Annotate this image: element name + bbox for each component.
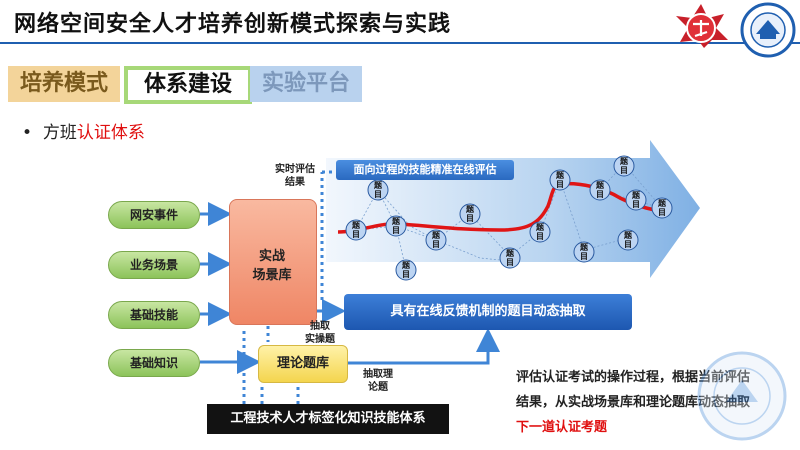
svg-text:题: 题 xyxy=(465,204,475,214)
tab-experiment-platform[interactable]: 实验平台 xyxy=(250,66,362,102)
question-node-3: 题目 xyxy=(385,215,407,237)
page-title: 网络空间安全人才培养创新模式探索与实践 xyxy=(14,12,452,37)
svg-text:目: 目 xyxy=(352,230,360,239)
svg-text:目: 目 xyxy=(506,258,514,267)
extract-practical-label: 抽取 实操题 xyxy=(298,320,342,346)
question-node-15: 题目 xyxy=(617,229,639,251)
input-basic-knowledge: 基础知识 xyxy=(108,349,200,377)
university-seal-icon xyxy=(740,2,796,58)
question-node-9: 题目 xyxy=(549,169,571,191)
svg-text:目: 目 xyxy=(620,166,628,175)
bullet-dot: • xyxy=(22,123,43,143)
input-arrows xyxy=(200,202,261,374)
scene-label-line1: 实战 xyxy=(258,249,285,264)
svg-text:目: 目 xyxy=(432,240,440,249)
svg-text:目: 目 xyxy=(466,214,474,223)
question-node-5: 题目 xyxy=(425,229,447,251)
svg-text:目: 目 xyxy=(536,232,544,241)
svg-text:题: 题 xyxy=(505,248,515,258)
header-divider xyxy=(0,42,800,44)
theory-bank-box: 理论题库 xyxy=(258,345,348,383)
realtime-l1: 实时评估 xyxy=(275,164,315,175)
svg-text:目: 目 xyxy=(374,190,382,199)
tab-training-mode[interactable]: 培养模式 xyxy=(8,66,120,102)
svg-text:题: 题 xyxy=(631,190,641,200)
svg-text:题: 题 xyxy=(555,170,565,180)
extract-theory-label: 抽取理 论题 xyxy=(358,368,398,394)
fangban-logo-icon xyxy=(676,4,728,48)
realtime-eval-label: 实时评估 结果 xyxy=(272,163,318,189)
question-node-12: 题目 xyxy=(613,155,635,177)
svg-text:题: 题 xyxy=(657,198,667,208)
extract-exp-l2: 实操题 xyxy=(305,334,335,345)
description-line2: 结果，从实战场景库和理论题库动态抽取 xyxy=(516,395,751,410)
question-node-13: 题目 xyxy=(625,189,647,211)
svg-text:题: 题 xyxy=(623,230,633,240)
question-node-7: 题目 xyxy=(499,247,521,269)
section-bullet: • 方班认证体系 xyxy=(22,118,145,143)
engineering-system-box: 工程技术人才标签化知识技能体系 xyxy=(207,404,449,434)
svg-text:题: 题 xyxy=(401,260,411,270)
question-node-4: 题目 xyxy=(395,259,417,281)
svg-text:题: 题 xyxy=(579,242,589,252)
description-line3: 下一道认证考题 xyxy=(516,420,608,435)
svg-text:目: 目 xyxy=(658,208,666,217)
svg-text:目: 目 xyxy=(402,270,410,279)
extract-exp-l1: 抽取 xyxy=(310,321,330,332)
theory-to-dynamic-arrow xyxy=(346,328,500,365)
extract-theory-l2: 论题 xyxy=(368,382,388,393)
description-line1: 评估认证考试的操作过程，根据当前评估 xyxy=(516,370,751,385)
description-text: 评估认证考试的操作过程，根据当前评估 结果，从实战场景库和理论题库动态抽取 下一… xyxy=(516,365,794,440)
svg-text:题: 题 xyxy=(535,222,545,232)
svg-text:目: 目 xyxy=(596,190,604,199)
bullet-highlight: 认证体系 xyxy=(76,123,145,143)
question-node-1: 题目 xyxy=(345,219,367,241)
feedback-dotted xyxy=(242,170,336,404)
question-node-6: 题目 xyxy=(459,203,481,225)
dynamic-extraction-box: 具有在线反馈机制的题目动态抽取 xyxy=(344,294,632,330)
realtime-l2: 结果 xyxy=(285,177,305,188)
svg-text:题: 题 xyxy=(351,220,361,230)
svg-text:目: 目 xyxy=(580,252,588,261)
svg-text:目: 目 xyxy=(392,226,400,235)
question-node-2: 题目 xyxy=(367,179,389,201)
input-cyber-events: 网安事件 xyxy=(108,201,200,229)
svg-text:题: 题 xyxy=(619,156,629,166)
watermark-seal-icon xyxy=(697,351,787,441)
scene-library-box xyxy=(229,199,317,325)
question-node-8: 题目 xyxy=(529,221,551,243)
scene-label-line2: 场景库 xyxy=(252,268,292,283)
svg-text:题: 题 xyxy=(373,180,383,190)
question-node-11: 题目 xyxy=(589,179,611,201)
svg-text:题: 题 xyxy=(595,180,605,190)
svg-text:目: 目 xyxy=(556,180,564,189)
bullet-prefix: 方班 xyxy=(42,123,77,143)
input-basic-skills: 基础技能 xyxy=(108,301,200,329)
tab-system-building[interactable]: 体系建设 xyxy=(124,66,252,104)
question-node-14: 题目 xyxy=(651,197,673,219)
input-business-scenes: 业务场景 xyxy=(108,251,200,279)
svg-text:目: 目 xyxy=(632,200,640,209)
svg-text:题: 题 xyxy=(391,216,401,226)
online-eval-label: 面向过程的技能精准在线评估 xyxy=(336,160,514,180)
extract-theory-l1: 抽取理 xyxy=(363,369,393,380)
svg-text:目: 目 xyxy=(624,240,632,249)
svg-text:题: 题 xyxy=(431,230,441,240)
scene-library-label: 实战 场景库 xyxy=(229,245,315,283)
question-node-10: 题目 xyxy=(573,241,595,263)
